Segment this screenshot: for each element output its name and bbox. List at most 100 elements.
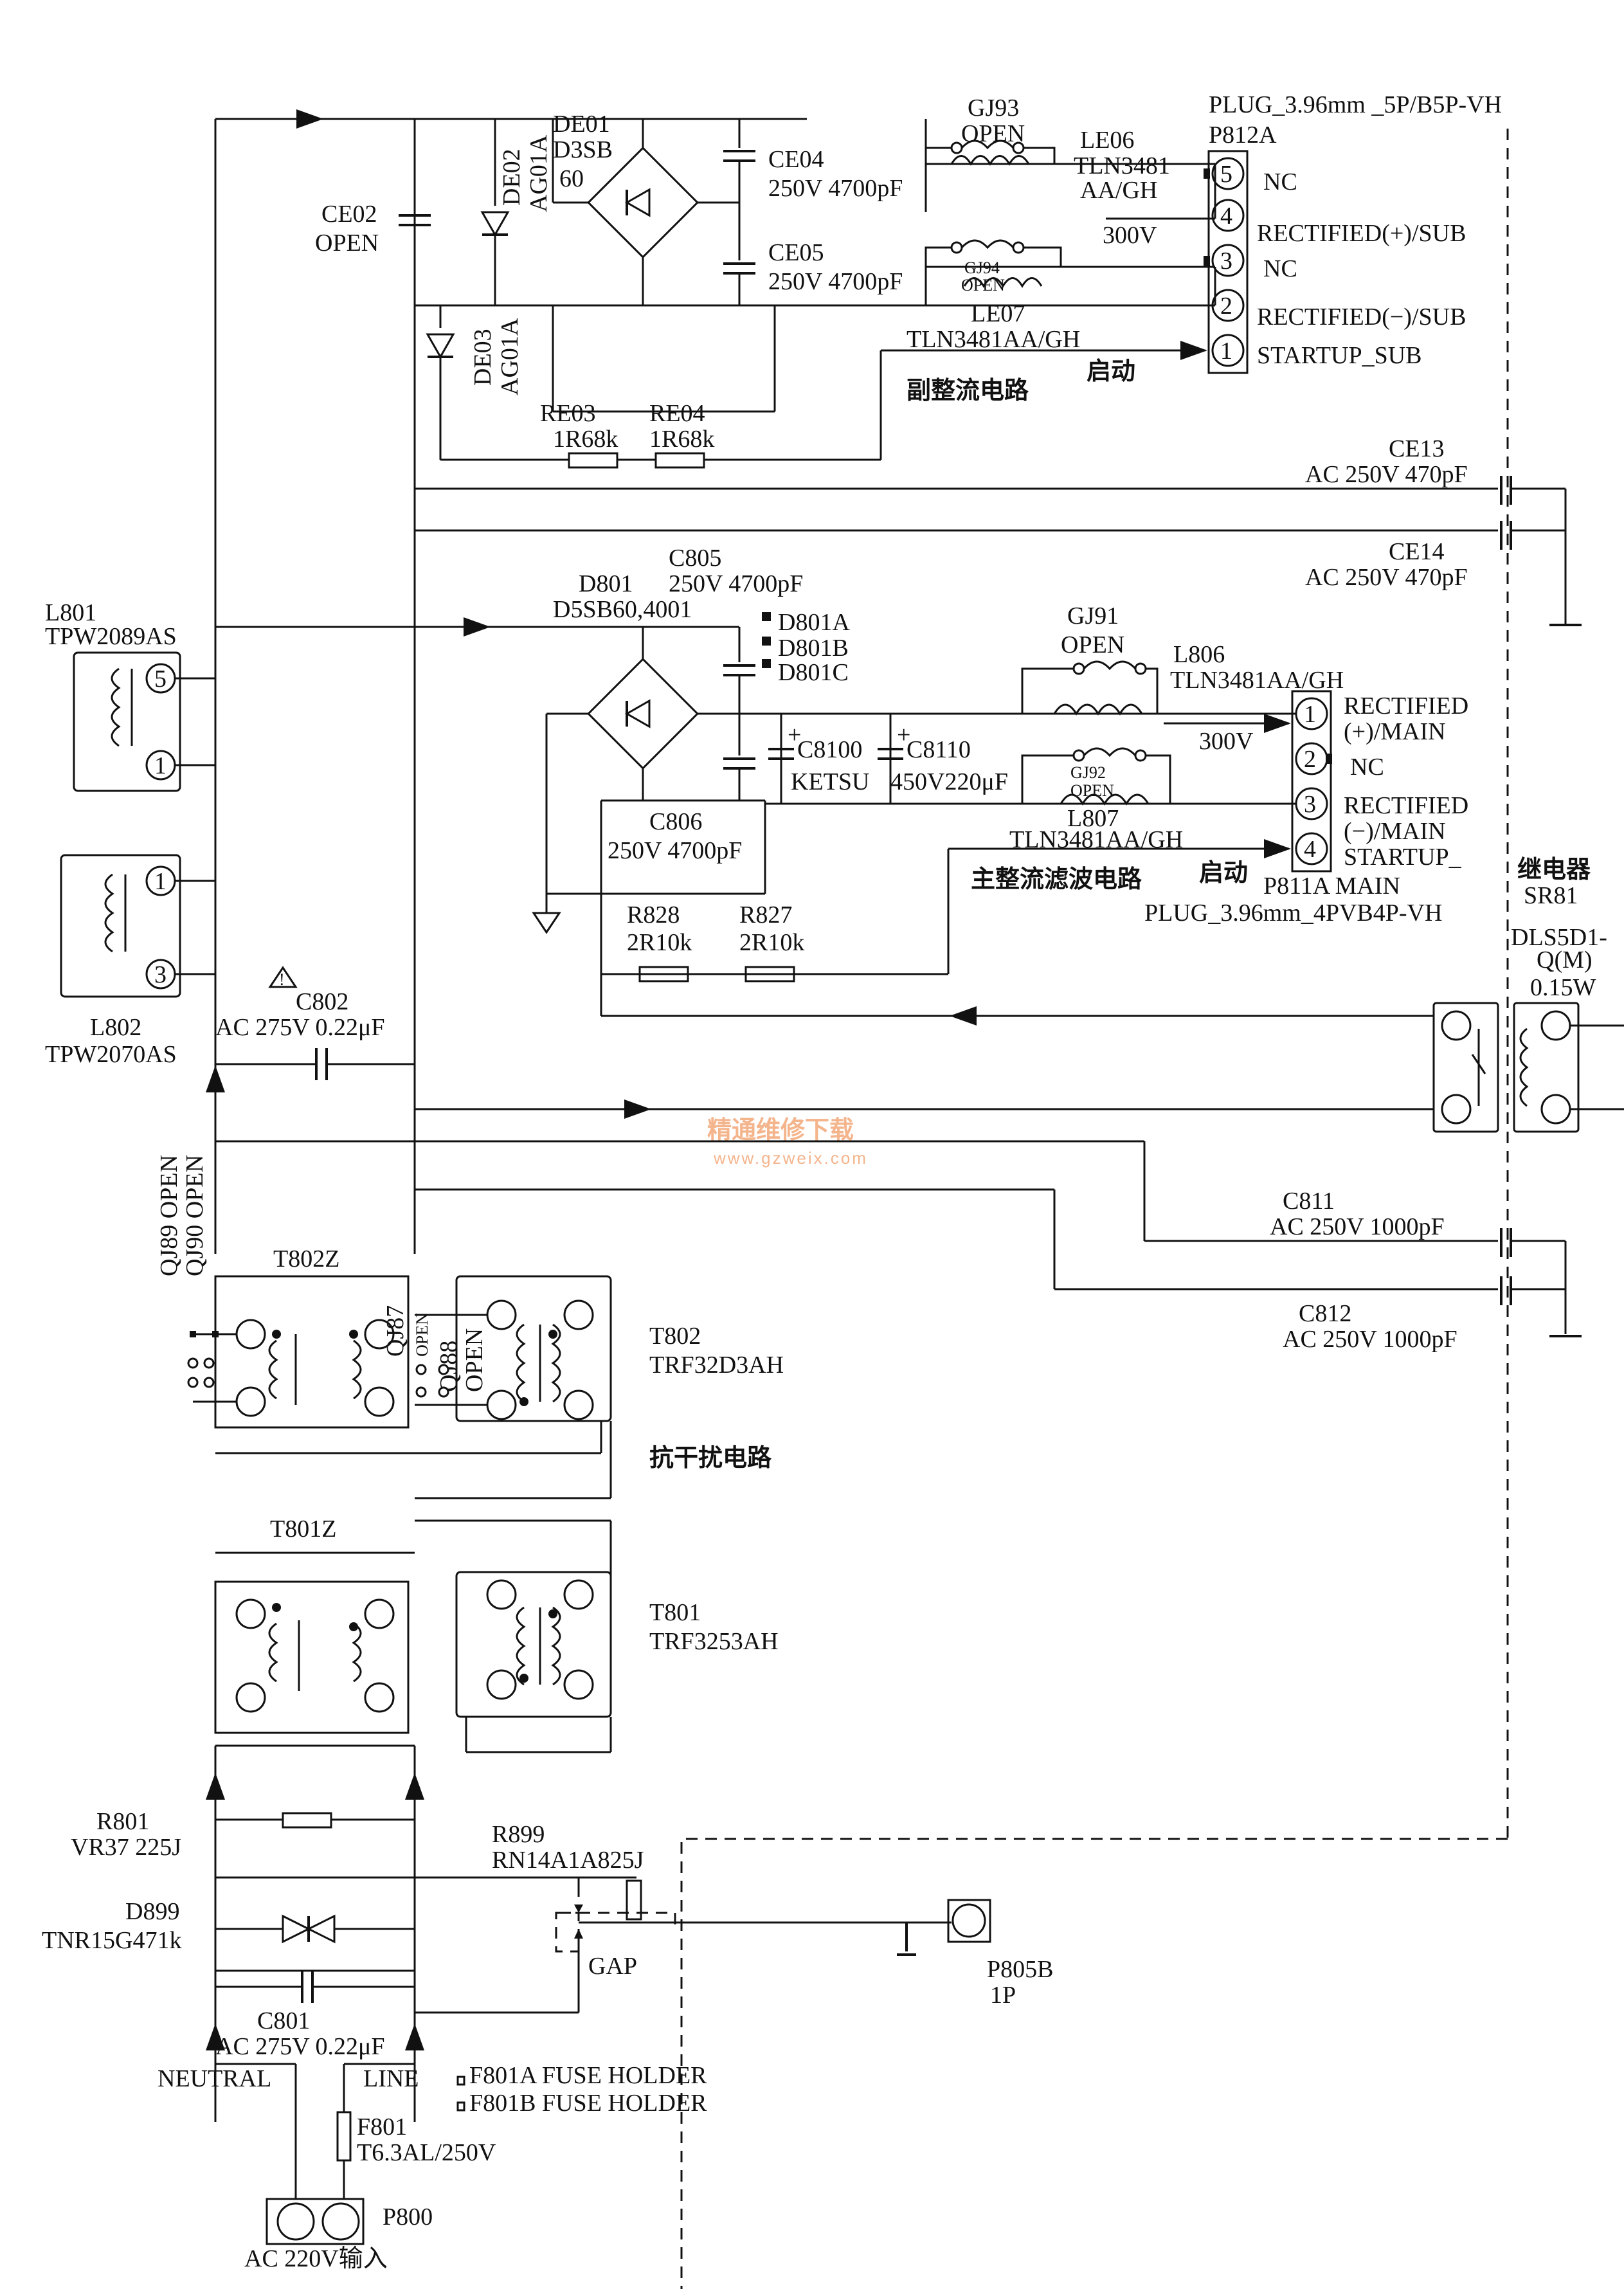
r828-value: 2R10k [627, 929, 692, 956]
t801z-label: T801Z [270, 1515, 336, 1543]
ce04-value: 250V 4700pF [768, 175, 903, 202]
c801-label: C801 [257, 2007, 310, 2034]
de02-label: DE02 [498, 149, 525, 206]
p812-pin4-name: RECTIFIED(+)/SUB [1257, 220, 1466, 247]
de01-label: DE01 [553, 111, 610, 138]
p800-label: P800 [383, 2203, 433, 2230]
input-protection: R801 VR37 225J D899 TNR15G471k C801 AC 2… [42, 1746, 707, 2272]
r827-label: R827 [739, 901, 792, 928]
gap-label: GAP [588, 1953, 637, 1980]
ce13-ce14-caps: CE13 AC 250V 470pF CE14 AC 250V 470pF [415, 435, 1582, 626]
l801-value: TPW2089AS [45, 623, 177, 650]
qj89-label: QJ89 OPEN [156, 1155, 183, 1276]
ce14-value: AC 250V 470pF [1305, 564, 1468, 591]
main-filter-label: 主整流滤波电路 [971, 865, 1142, 893]
qj87-value: OPEN [413, 1313, 431, 1357]
p812-pin2-name: RECTIFIED(−)/SUB [1257, 303, 1466, 330]
re03-label: RE03 [540, 400, 596, 427]
p811-pin4-name: STARTUP_ [1344, 844, 1462, 871]
emi-label: 抗干扰电路 [649, 1443, 772, 1472]
p811-pin2: 2 [1304, 746, 1316, 773]
p812-label: P812A [1209, 122, 1277, 149]
gj94-value: OPEN [961, 276, 1005, 294]
c805-label: C805 [669, 545, 721, 572]
main-bus-lines [214, 109, 807, 1254]
ce02-label: CE02 [321, 201, 377, 228]
p812-pin1: 1 [1220, 338, 1232, 365]
gj92-label: GJ92 [1070, 763, 1106, 782]
de02-value: AG01A [525, 134, 552, 212]
t802z-label: T802Z [273, 1245, 339, 1272]
d801c-label: D801C [778, 659, 849, 686]
f801-value: T6.3AL/250V [357, 2139, 496, 2166]
l802-label: L802 [90, 1014, 141, 1041]
p811-pin3-name: RECTIFIED [1344, 792, 1468, 819]
c811-value: AC 250V 1000pF [1270, 1213, 1445, 1240]
p812-plug-label: PLUG_3.96mm _5P/B5P-VH [1209, 91, 1502, 118]
l801-label: L801 [45, 599, 96, 626]
p811-pin2-name: NC [1350, 754, 1384, 781]
le07-label: LE07 [971, 300, 1025, 327]
line-label: LINE [363, 2065, 419, 2092]
t802-label: T802 [649, 1323, 701, 1350]
le06-value1: TLN3481 [1074, 152, 1170, 179]
f801-label: F801 [357, 2113, 407, 2140]
p811a-connector: 1 2 3 4 RECTIFIED (+)/MAIN NC RECTIFIED … [1144, 690, 1468, 927]
d801b-label: D801B [778, 635, 849, 662]
sr81-label: SR81 [1524, 882, 1578, 909]
gj93-label: GJ93 [968, 95, 1019, 122]
line-filters: L801 TPW2089AS 5 1 1 3 L802 TPW2070AS [45, 599, 215, 1068]
de03-label: DE03 [469, 329, 496, 386]
l801-pin5: 5 [154, 665, 167, 692]
qj88-value: OPEN [461, 1328, 488, 1392]
t802-value: TRF32D3AH [649, 1352, 784, 1379]
p811-pin1-name: RECTIFIED [1344, 692, 1468, 719]
ce02-value: OPEN [315, 230, 379, 257]
board-boundary-bottom [680, 1838, 1508, 2289]
p812-pin3: 3 [1220, 248, 1232, 275]
r827-value: 2R10k [739, 929, 804, 956]
p811-pin3: 3 [1304, 791, 1316, 818]
main-300v-label: 300V [1199, 728, 1254, 755]
d899-value: TNR15G471k [42, 1927, 181, 1954]
t801-filter-section: T801Z T801 TRF3253AH [214, 1515, 779, 1753]
r828-label: R828 [627, 901, 680, 928]
c812-label: C812 [1299, 1300, 1351, 1327]
sr81-value1: DLS5D1- [1511, 924, 1607, 951]
p805b-label: P805B [987, 1956, 1053, 1983]
p812-pin4: 4 [1220, 203, 1232, 230]
l801-pin1: 1 [154, 752, 167, 779]
sr81-value3: 0.15W [1530, 974, 1596, 1001]
l802-pin3: 3 [154, 961, 167, 988]
l802-pin1: 1 [154, 868, 167, 895]
sr81-value2: Q(M) [1537, 946, 1592, 973]
ce05-value: 250V 4700pF [768, 268, 903, 295]
re04-value: 1R68k [649, 426, 714, 453]
c802-label: C802 [296, 988, 348, 1015]
sub-startup-label: 启动 [1087, 357, 1135, 385]
r899-label: R899 [492, 1821, 545, 1848]
r899-value: RN14A1A825J [492, 1847, 644, 1874]
t801-value: TRF3253AH [649, 1628, 779, 1655]
p812-pin5-name: NC [1263, 168, 1297, 195]
main-startup-label: 启动 [1199, 858, 1248, 887]
ac-input-label: AC 220V输入 [244, 2245, 388, 2272]
l806-value: TLN3481AA/GH [1170, 667, 1344, 694]
watermark-url: www.gzweix.com [713, 1148, 868, 1168]
c801-value: AC 275V 0.22μF [215, 2033, 385, 2060]
p812-pin3-name: NC [1263, 255, 1297, 282]
c811-c812-caps: C811 AC 250V 1000pF C812 AC 250V 1000pF [215, 1140, 1582, 1353]
r801-value: VR37 225J [71, 1834, 181, 1861]
l806-label: L806 [1173, 641, 1225, 668]
p812-pin1-name: STARTUP_SUB [1257, 342, 1422, 369]
p811-pin3-name2: (−)/MAIN [1344, 818, 1446, 845]
relay-label: 继电器 [1517, 855, 1591, 883]
gj91-value: OPEN [1061, 631, 1124, 658]
p811-pin4: 4 [1304, 836, 1316, 863]
r899-gap-section: R899 RN14A1A825J P805B 1P GAP [415, 1821, 1053, 2009]
sub-rectifier-circuit: CE02 OPEN DE02 AG01A DE01 D3SB 60 CE04 2… [315, 95, 1216, 469]
le06-label: LE06 [1080, 127, 1134, 154]
de01-value1: D3SB [553, 136, 613, 163]
ce05-label: CE05 [768, 239, 824, 266]
